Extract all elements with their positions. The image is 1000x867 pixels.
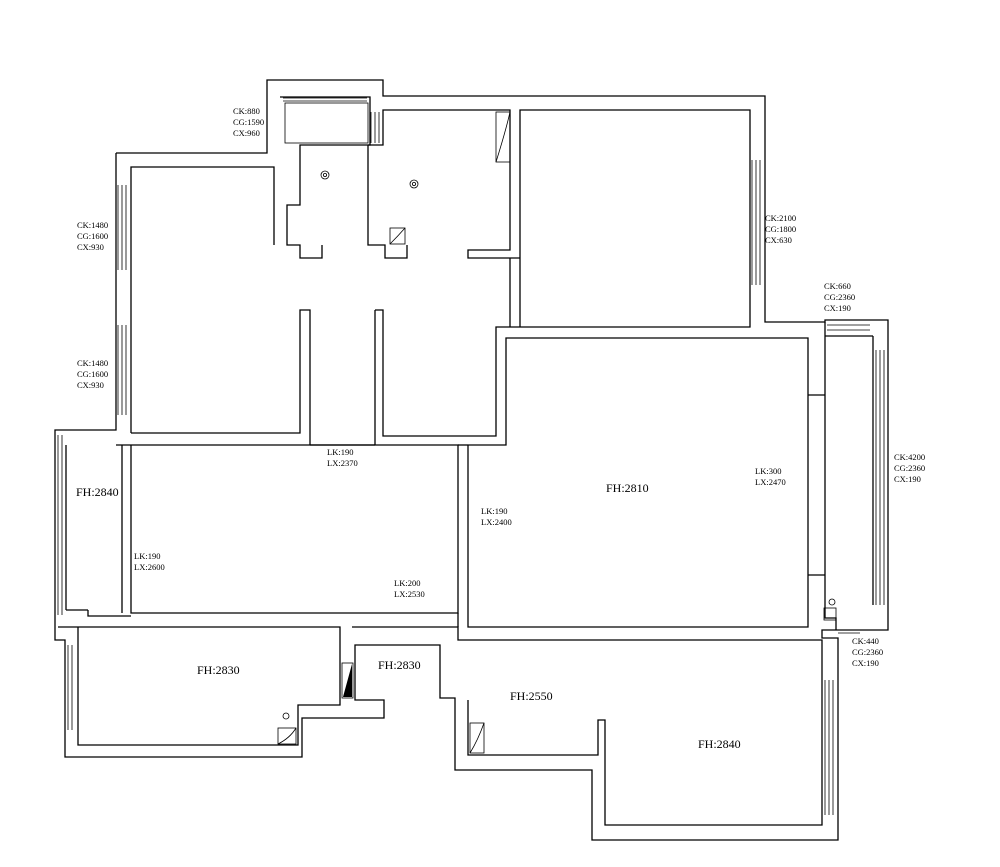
window-right-room bbox=[751, 160, 761, 285]
duct-2 bbox=[389, 227, 406, 245]
floor-drain-3 bbox=[282, 712, 290, 720]
window-bottom-left bbox=[67, 645, 73, 730]
ceiling-height-bottom-right: FH:2840 bbox=[698, 737, 741, 751]
window-top-balcony bbox=[283, 97, 367, 102]
duct-3 bbox=[277, 727, 297, 745]
floor-drain-1 bbox=[320, 170, 330, 180]
column-black bbox=[341, 662, 354, 699]
duct-1 bbox=[495, 111, 511, 163]
window-left-upper bbox=[117, 185, 127, 270]
ceiling-height-left: FH:2840 bbox=[76, 485, 119, 499]
window-left-living bbox=[57, 435, 63, 615]
window-bottom-right bbox=[824, 680, 834, 815]
duct-5 bbox=[823, 607, 837, 621]
duct-4 bbox=[469, 722, 485, 754]
floor-drain-2 bbox=[409, 179, 419, 189]
window-right-small bbox=[827, 324, 870, 331]
windows bbox=[57, 97, 885, 815]
inner-walls bbox=[58, 96, 874, 826]
floor-drain-4 bbox=[828, 598, 836, 606]
ceiling-height-labels: FH:2840 FH:2810 FH:2830 FH:2830 FH:2550 … bbox=[76, 481, 741, 751]
ceiling-height-corridor: FH:2830 bbox=[378, 658, 421, 672]
window-stairs bbox=[370, 112, 380, 143]
fixtures bbox=[277, 111, 837, 754]
window-right-long bbox=[875, 350, 885, 605]
ceiling-height-big-room: FH:2810 bbox=[606, 481, 649, 495]
ceiling-height-kitchen: FH:2550 bbox=[510, 689, 553, 703]
outer-walls bbox=[54, 79, 889, 841]
window-left-lower bbox=[117, 325, 127, 415]
ceiling-height-bottom-left: FH:2830 bbox=[197, 663, 240, 677]
